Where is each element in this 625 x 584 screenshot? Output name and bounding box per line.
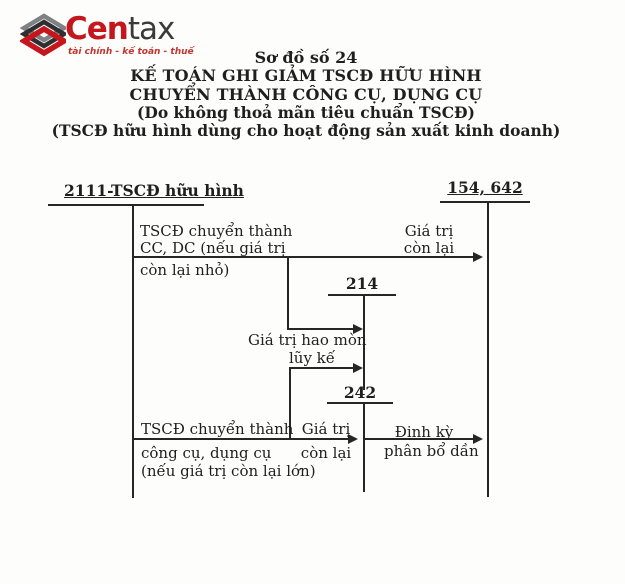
account-154-642-vertical-line bbox=[487, 201, 489, 497]
title-line-3: CHUYỂN THÀNH CÔNG CỤ, DỤNG CỤ bbox=[129, 85, 483, 104]
label-bottom-left-line2: công cụ, dụng cụ bbox=[141, 444, 272, 462]
label-bottom-left-line3: (nếu giá trị còn lại lớn) bbox=[141, 462, 316, 480]
label-bottom-left-line1: TSCĐ chuyển thành bbox=[141, 420, 294, 438]
account-214-label: 214 bbox=[345, 274, 379, 293]
account-242-label: 242 bbox=[343, 383, 377, 402]
account-214-vertical-line bbox=[363, 294, 365, 390]
label-top-left-line3: còn lại nhỏ) bbox=[140, 261, 230, 279]
label-bottom-right-line1: Định kỳ bbox=[394, 423, 454, 441]
flow-bottom-right-line bbox=[364, 438, 474, 440]
centax-logo: Centax tài chính - kế toán - thuế bbox=[20, 6, 270, 64]
flow-bottom-left-line bbox=[133, 438, 349, 440]
title-line-5: (TSCĐ hữu hình dùng cho hoạt động sản xu… bbox=[51, 121, 561, 140]
brand-tax: tax bbox=[127, 11, 175, 47]
title-diagram-number: Sơ đồ số 24 bbox=[254, 48, 358, 67]
label-middle-line2: lũy kế bbox=[288, 349, 336, 367]
title-line-4: (Do không thoả mãn tiêu chuẩn TSCĐ) bbox=[137, 103, 475, 122]
account-154-642-label: 154, 642 bbox=[447, 178, 523, 197]
branch-upper-horizontal bbox=[287, 328, 355, 330]
brand-wordmark: Centax bbox=[65, 6, 175, 52]
title-line-2: KẾ TOÁN GHI GIẢM TSCĐ HỮU HÌNH bbox=[130, 66, 482, 85]
account-2111-label: 2111-TSCĐ hữu hình bbox=[64, 181, 244, 200]
label-top-right-line2: còn lại bbox=[403, 239, 455, 257]
branch-upper-vertical bbox=[287, 256, 289, 330]
branch-upper-arrowhead bbox=[353, 324, 363, 334]
branch-lower-vertical bbox=[289, 367, 291, 440]
flow-top-line bbox=[133, 256, 475, 258]
layered-diamond-logo-icon bbox=[20, 13, 66, 57]
branch-lower-horizontal bbox=[289, 367, 355, 369]
brand-tagline: tài chính - kế toán - thuế bbox=[68, 47, 194, 57]
label-top-right-line1: Giá trị bbox=[404, 222, 454, 240]
account-242-vertical-line bbox=[363, 402, 365, 492]
account-2111-vertical-line bbox=[132, 204, 134, 498]
branch-lower-arrowhead bbox=[353, 363, 363, 373]
label-bottom-right-line2: phân bổ dần bbox=[384, 442, 479, 460]
account-2111-top-bar bbox=[48, 204, 204, 206]
label-middle-line1: Giá trị hao mòn bbox=[248, 331, 367, 349]
label-top-left-line1: TSCĐ chuyển thành bbox=[140, 222, 293, 240]
diagram-title-block: Sơ đồ số 24 KẾ TOÁN GHI GIẢM TSCĐ HỮU HÌ… bbox=[0, 48, 612, 139]
flow-top-arrowhead bbox=[473, 252, 483, 262]
account-214-top-bar bbox=[328, 294, 396, 296]
account-242-top-bar bbox=[327, 402, 393, 404]
brand-cen: Cen bbox=[65, 11, 129, 47]
flow-bottom-left-arrowhead bbox=[348, 434, 358, 444]
label-bottom-mid-line2: còn lại bbox=[300, 444, 352, 462]
flow-bottom-right-arrowhead bbox=[473, 434, 483, 444]
account-154-642-top-bar bbox=[440, 201, 530, 203]
label-bottom-mid-line1: Giá trị bbox=[301, 420, 351, 438]
label-top-left-line2: CC, DC (nếu giá trị bbox=[140, 239, 286, 257]
